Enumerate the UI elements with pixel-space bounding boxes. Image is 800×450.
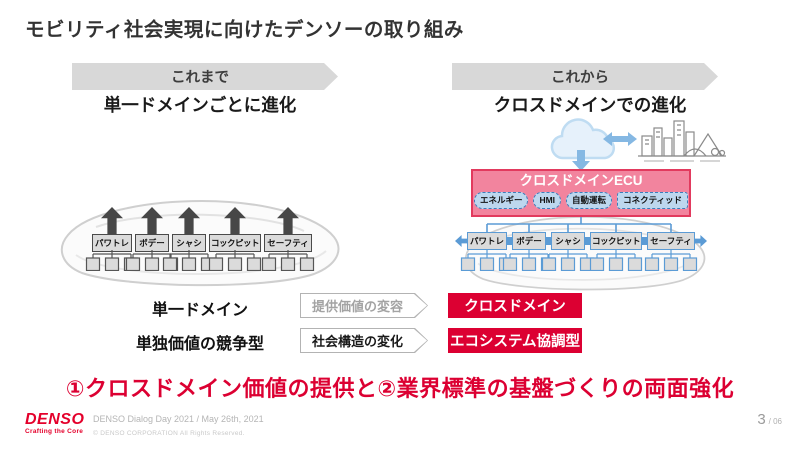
page-current: 3 [757,411,766,428]
flow-box-social-change: 社会構造の変化 [300,328,428,353]
key-statement: ①クロスドメイン価値の提供と②業界標準の基盤づくりの両面強化 [65,376,735,401]
domain-link [507,237,512,245]
denso-logo-text: DENSO [25,411,85,428]
footer-event: DENSO Dialog Day 2021 / May 26th, 2021 [93,414,264,424]
domain-box: シャシ [551,232,585,250]
page-title: モビリティ社会実現に向けたデンソーの取り組み [25,19,464,41]
ecu-module: HMI [533,192,562,209]
banner-past: これまで [72,63,338,90]
denso-logo: DENSO Crafting the Core [25,412,84,436]
result-box-cross-domain: クロスドメイン [448,293,582,318]
page-total: / 06 [768,417,782,426]
sub-ecu-cluster [208,250,262,271]
flow-box-fill [301,329,427,352]
banner-future-label: これから [551,70,609,86]
flow-box-value-change: 提供価値の変容 [300,293,428,318]
flow-box-label: 社会構造の変化 [311,334,403,349]
right-domain-row: パワトレ ボデー シャシ コックピット セーフティ [455,232,707,250]
domain-box: パワトレ [92,234,132,252]
domain-link [585,237,590,245]
result-box-ecosystem: エコシステム協調型 [448,328,582,353]
left-heading: 単一ドメインごとに進化 [103,95,297,115]
right-heading: クロスドメインでの進化 [493,95,687,115]
left-right-arrow-icon [603,132,637,146]
domain-box: コックピット [590,232,642,250]
ecu-module: エネルギー [473,192,529,209]
domain-box: パワトレ [467,232,507,250]
domain-link [546,237,551,245]
page-number: 3 / 06 [757,411,782,428]
cloud-icon [550,118,615,160]
sub-ecu-cluster [261,250,315,271]
cross-domain-ecu-box: クロスドメインECU エネルギー HMI 自動運転 コネクティッド [471,169,691,217]
outward-arrow-icon [695,235,707,247]
domain-box: セーフティ [647,232,695,250]
ecu-module: コネクティッド [617,192,689,209]
flow-box-label: 提供価値の変容 [311,299,403,314]
footer-copyright: © DENSO CORPORATION All Rights Reserved. [93,430,245,437]
sub-ecu-cluster [589,250,643,271]
ecu-domain-connector [486,217,672,233]
banner-future: これから [452,63,718,90]
outward-arrow-icon [455,235,467,247]
left-model-label: 単独価値の競争型 [135,336,264,353]
footer-meta: DENSO Dialog Day 2021 / May 26th, 2021 ©… [93,414,264,439]
domain-link [642,237,647,245]
ecu-title: クロスドメインECU [519,173,643,188]
flow-box-fill [301,294,427,317]
ecu-module: 自動運転 [566,192,613,209]
down-arrow-icon [572,150,590,171]
banner-past-label: これまで [171,70,229,86]
left-domain-label: 単一ドメイン [151,302,248,319]
domain-box: ボデー [512,232,546,250]
denso-logo-tagline: Crafting the Core [25,428,84,435]
sub-ecu-cluster [644,250,698,271]
cityscape-icon [638,120,726,162]
ecu-modules: エネルギー HMI 自動運転 コネクティッド [473,192,689,209]
